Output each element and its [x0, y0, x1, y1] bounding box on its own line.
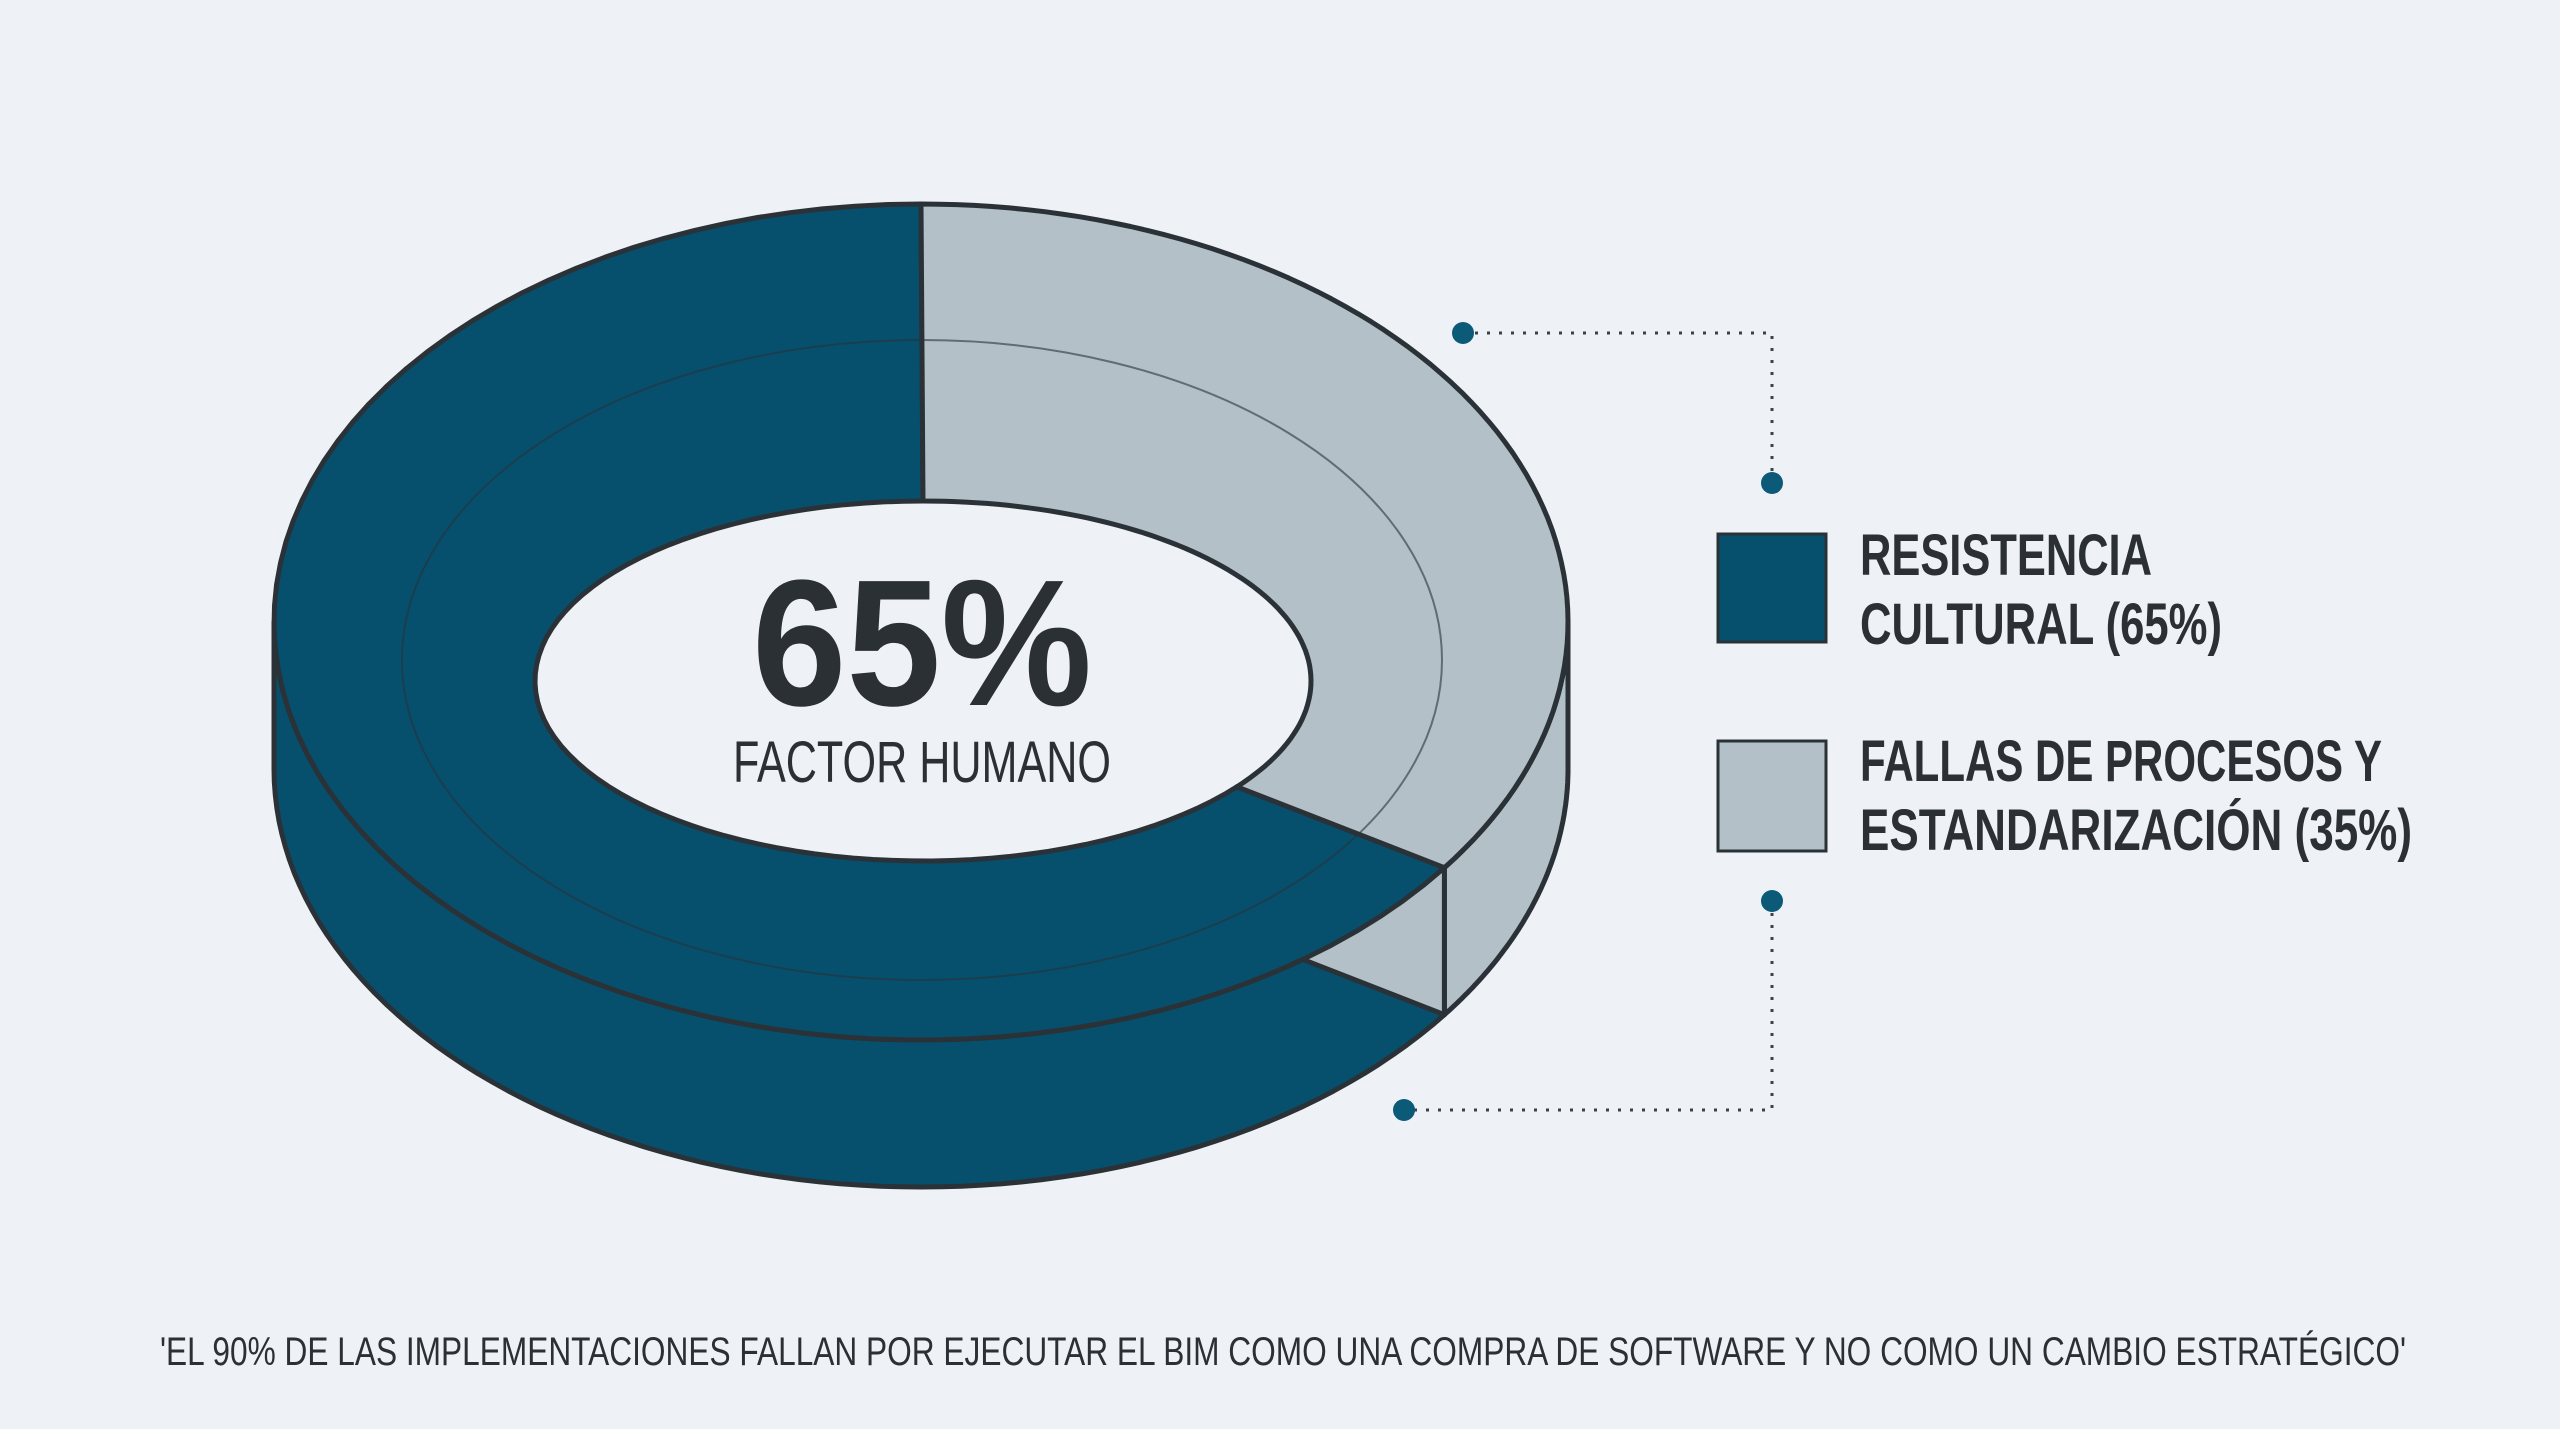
- legend-swatch-fallas: [1716, 739, 1828, 853]
- center-value: 65%: [752, 543, 1092, 744]
- legend: RESISTENCIA CULTURAL (65%) FALLAS DE PRO…: [1716, 523, 2412, 863]
- connector-dot: [1761, 472, 1783, 494]
- connector-top: [1463, 331, 1774, 483]
- legend-connectors: [1404, 331, 1774, 1112]
- donut-chart: [271, 201, 1571, 1190]
- legend-label-fallas: FALLAS DE PROCESOS Y: [1860, 729, 2382, 794]
- guide-ring: [401, 339, 1443, 981]
- footer-quote: 'EL 90% DE LAS IMPLEMENTACIONES FALLAN P…: [160, 1329, 2406, 1374]
- slice-top-fallas: [918, 201, 1571, 871]
- legend-label-fallas: ESTANDARIZACIÓN (35%): [1860, 798, 2412, 863]
- legend-label-resistencia: RESISTENCIA: [1860, 523, 2152, 588]
- connector-dot: [1393, 1099, 1415, 1121]
- connector-dot: [1761, 890, 1783, 912]
- center-label: FACTOR HUMANO: [733, 730, 1111, 795]
- legend-label-resistencia: CULTURAL (65%): [1860, 592, 2222, 657]
- legend-swatch-resistencia: [1716, 532, 1828, 644]
- connector-dot: [1452, 322, 1474, 344]
